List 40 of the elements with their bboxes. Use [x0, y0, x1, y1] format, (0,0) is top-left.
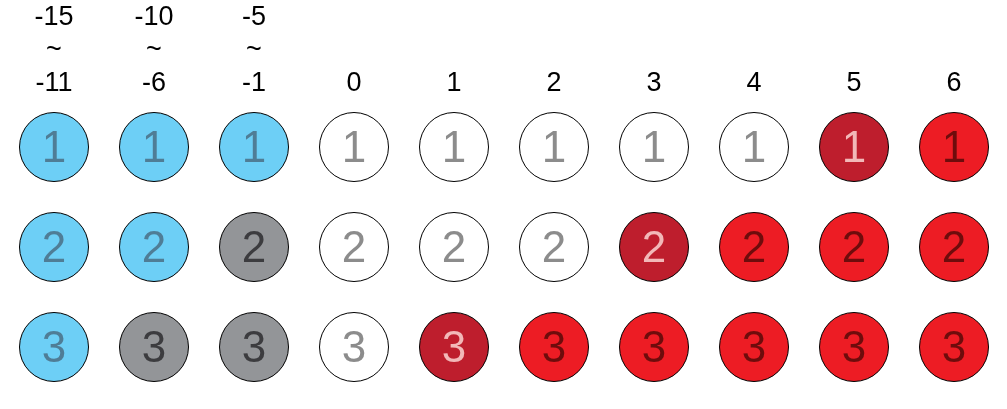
- circle-number: 2: [641, 225, 667, 269]
- circle-number: 2: [341, 225, 367, 269]
- circle-number: 1: [841, 125, 867, 169]
- circle-number: 3: [41, 325, 67, 369]
- circle-number: 2: [541, 225, 567, 269]
- column-label: 0: [346, 66, 362, 99]
- circle-number: 3: [141, 325, 167, 369]
- circle-number: 3: [841, 325, 867, 369]
- circle-number: 1: [41, 125, 67, 169]
- circle-number: 1: [141, 125, 167, 169]
- column-label: -15 ~ -11: [34, 0, 74, 99]
- circle-number: 3: [541, 325, 567, 369]
- column-label: -10 ~ -6: [134, 0, 174, 99]
- circle-number: 1: [641, 125, 667, 169]
- circle-number: 1: [241, 125, 267, 169]
- circle-number: 1: [941, 125, 967, 169]
- circle-number: 1: [741, 125, 767, 169]
- column-label: 6: [946, 66, 962, 99]
- column-label: 3: [646, 66, 662, 99]
- circle-number: 3: [441, 325, 467, 369]
- circle-number: 3: [741, 325, 767, 369]
- column-label: 2: [546, 66, 562, 99]
- circle-number: 2: [741, 225, 767, 269]
- column-label: 1: [446, 66, 462, 99]
- column-label: -5 ~ -1: [242, 0, 266, 99]
- circle-number: 3: [941, 325, 967, 369]
- circle-number: 2: [941, 225, 967, 269]
- circle-number: 2: [41, 225, 67, 269]
- circle-number: 1: [441, 125, 467, 169]
- column-label: 5: [846, 66, 862, 99]
- circle-number: 1: [541, 125, 567, 169]
- circle-number: 2: [141, 225, 167, 269]
- circle-number: 2: [241, 225, 267, 269]
- circle-number: 3: [241, 325, 267, 369]
- circle-number: 3: [641, 325, 667, 369]
- circle-number: 2: [441, 225, 467, 269]
- circle-number: 1: [341, 125, 367, 169]
- column-label: 4: [746, 66, 762, 99]
- circle-number: 2: [841, 225, 867, 269]
- circle-number: 3: [341, 325, 367, 369]
